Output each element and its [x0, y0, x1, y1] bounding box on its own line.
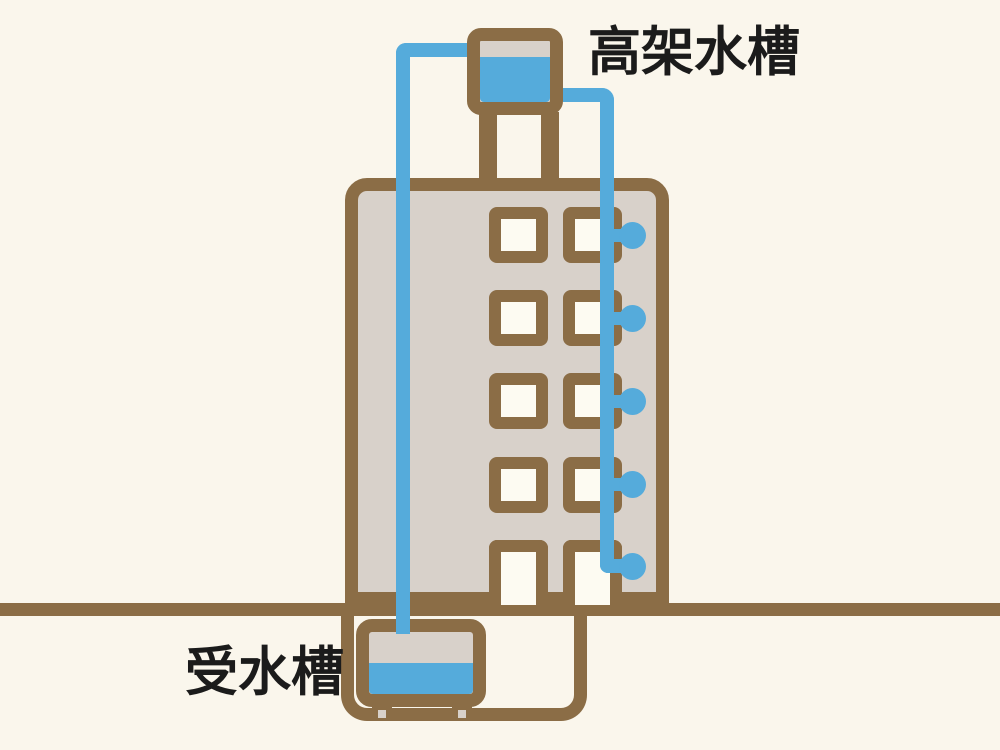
riser-pipe-inlet	[396, 43, 467, 57]
tank-foot	[452, 705, 472, 721]
supply-pipe	[600, 88, 614, 573]
faucet-branch	[606, 478, 623, 491]
receiving-tank-label: 受水槽	[185, 642, 344, 703]
elevated-tank-water	[480, 57, 550, 102]
faucet-icon	[619, 553, 646, 580]
tank-stand-leg	[541, 112, 559, 185]
receiving-tank-water	[369, 663, 473, 694]
tank-stand-leg	[479, 112, 497, 185]
faucet-icon	[619, 388, 646, 415]
faucet-icon	[619, 222, 646, 249]
faucet-branch	[606, 395, 623, 408]
faucet-branch	[606, 229, 623, 242]
faucet-icon	[619, 305, 646, 332]
elevated-tank	[467, 28, 563, 115]
window	[489, 457, 548, 513]
ground-line	[0, 603, 1000, 616]
window	[489, 373, 548, 429]
window	[489, 290, 548, 346]
faucet-icon	[619, 471, 646, 498]
tank-foot-pad	[458, 710, 466, 718]
elevated-tank-label: 高架水槽	[588, 22, 800, 83]
window	[489, 207, 548, 263]
receiving-tank	[356, 619, 486, 707]
faucet-branch	[606, 312, 623, 325]
tank-foot-pad	[378, 710, 386, 718]
underground-pit	[341, 604, 587, 721]
tank-foot	[372, 705, 392, 721]
ground-floor-door	[489, 540, 548, 605]
riser-pipe	[396, 43, 410, 634]
